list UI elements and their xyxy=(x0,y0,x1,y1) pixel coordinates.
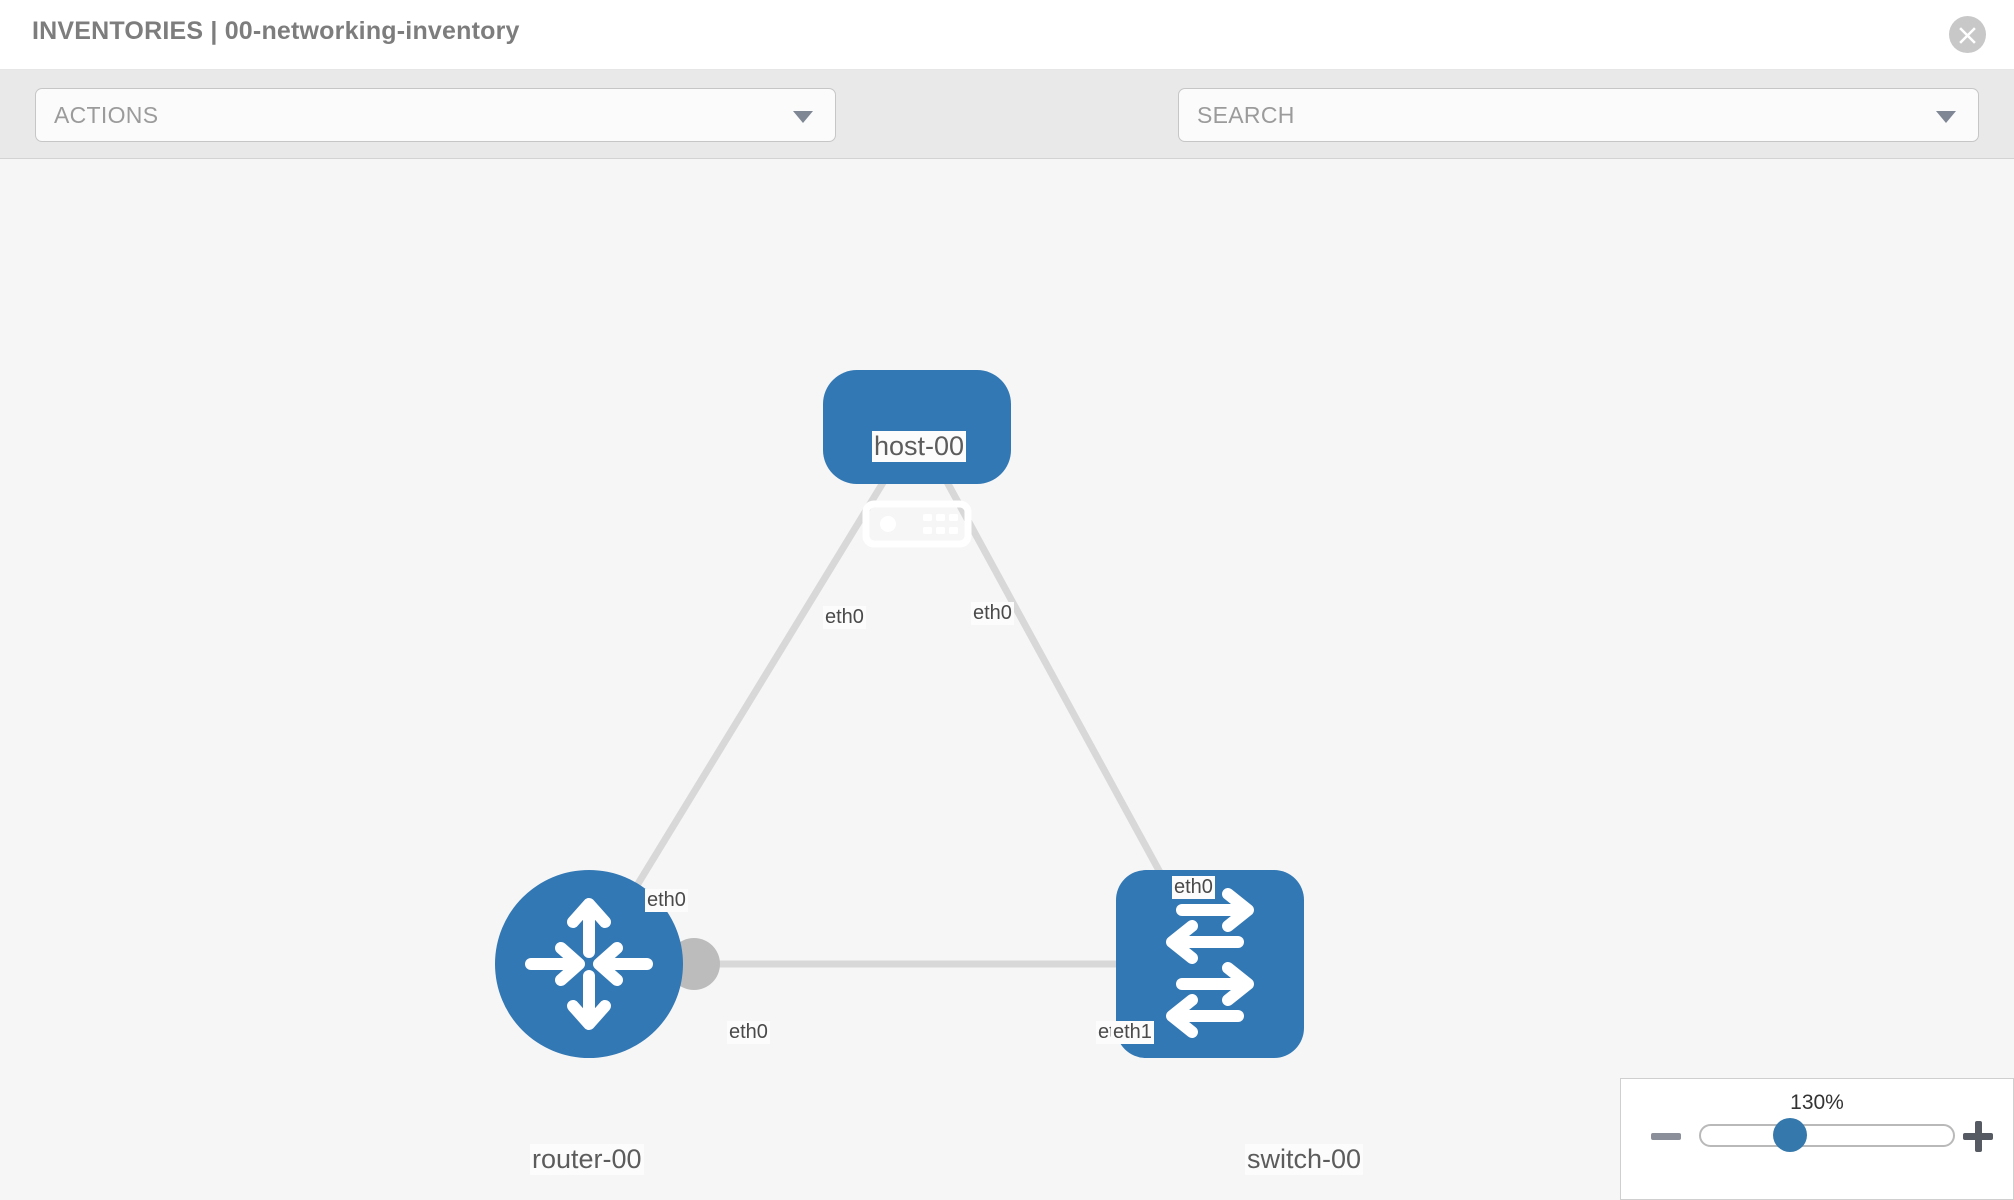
topology-canvas[interactable]: host-00 router-00 switch-00 eth0 eth0 et… xyxy=(0,159,2014,1200)
close-icon[interactable] xyxy=(1949,16,1986,53)
actions-dropdown[interactable]: ACTIONS xyxy=(35,88,836,142)
iface-label-router-eth0-uplink: eth0 xyxy=(645,889,688,912)
zoom-slider[interactable] xyxy=(1699,1124,1955,1147)
router-four-arrows-icon xyxy=(525,898,653,1030)
search-input[interactable]: SEARCH xyxy=(1178,88,1979,142)
toolbar: ACTIONS SEARCH xyxy=(0,70,2014,207)
plus-icon[interactable] xyxy=(1961,1119,1995,1153)
iface-label-router-eth0-trunk: eth0 xyxy=(727,1021,770,1044)
page-title: INVENTORIES | 00-networking-inventory xyxy=(32,17,520,45)
zoom-level-value: 130% xyxy=(1790,1091,1844,1114)
node-label-host-00: host-00 xyxy=(872,431,967,462)
iface-label-switch-eth1-trunk: eth1 xyxy=(1111,1021,1154,1044)
server-device-icon xyxy=(862,500,972,548)
iface-label-switch-eth0-uplink: eth0 xyxy=(1172,876,1215,899)
iface-label-host-eth0-left: eth0 xyxy=(823,606,866,629)
link-host-router xyxy=(586,425,920,966)
topology-graph xyxy=(495,370,1304,1058)
switch-arrows-icon xyxy=(1166,888,1254,1038)
chevron-down-icon[interactable] xyxy=(1936,111,1956,123)
node-switch-00[interactable] xyxy=(1116,870,1304,1058)
node-label-router-00: router-00 xyxy=(530,1144,644,1175)
node-router-00[interactable] xyxy=(495,870,683,1058)
zoom-slider-thumb[interactable] xyxy=(1773,1118,1807,1152)
iface-label-host-eth0-right: eth0 xyxy=(971,602,1014,625)
search-placeholder: SEARCH xyxy=(1197,102,1295,128)
page-header: INVENTORIES | 00-networking-inventory xyxy=(0,0,2014,70)
minus-icon[interactable] xyxy=(1649,1119,1683,1153)
link-layer xyxy=(586,425,1214,968)
zoom-control-panel: 130% xyxy=(1620,1078,2014,1200)
chevron-down-icon xyxy=(793,111,813,123)
actions-dropdown-label: ACTIONS xyxy=(54,102,159,128)
node-label-switch-00: switch-00 xyxy=(1245,1144,1364,1175)
